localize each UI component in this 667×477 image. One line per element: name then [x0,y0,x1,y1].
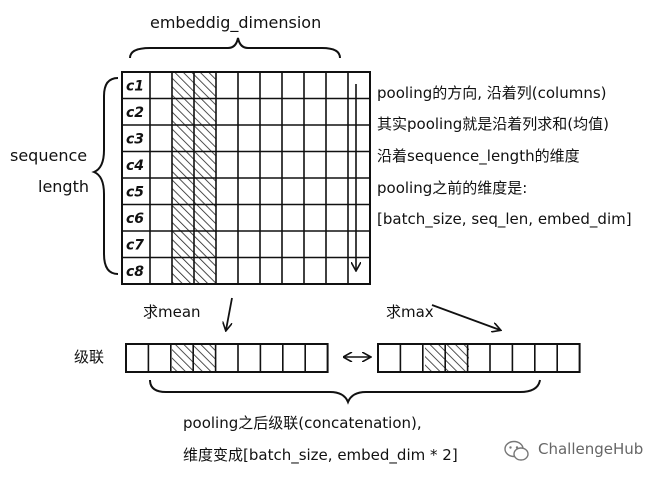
bottom-note-line: 维度变成[batch_size, embed_dim * 2] [183,446,458,464]
row-label: c1 [126,79,144,95]
max-vector [377,343,581,373]
note-line: pooling之前的维度是: [377,179,528,197]
concatenation-brace [149,379,541,405]
max-arrow [431,304,500,330]
concat-label: 级联 [74,348,105,366]
vector-border [125,343,329,373]
watermark-text: ChallengeHub [538,440,644,458]
max-label: 求max [386,303,434,321]
mean-label: 求mean [143,303,201,321]
length-label: length [38,177,89,196]
embedding-dimension-label: embeddig_dimension [150,13,322,32]
sequence-length-brace [91,77,119,275]
wechat-icon [504,440,529,461]
row-label: c6 [126,211,144,227]
bottom-note-line: pooling之后级联(concatenation), [183,414,422,432]
row-label: c5 [126,185,144,201]
vector-border [377,343,581,373]
row-label: c3 [126,132,144,148]
note-line: 沿着sequence_length的维度 [377,147,580,165]
sequence-label: sequence [10,146,88,165]
note-line: 其实pooling就是沿着列求和(均值) [377,115,609,133]
embedding-dimension-brace [129,37,341,59]
row-label: c4 [126,158,144,174]
row-label: c2 [126,105,144,121]
hatched-cell [425,344,469,372]
row-label: c7 [126,238,144,254]
note-line: pooling的方向, 沿着列(columns) [377,84,607,102]
note-line: [batch_size, seq_len, embed_dim] [377,210,632,228]
row-label: c8 [126,264,144,280]
mean-vector [125,343,329,373]
embedding-matrix: c1 c2 c3 c4 c5 c6 c7 c8 [121,71,371,285]
mean-arrow [226,297,233,330]
